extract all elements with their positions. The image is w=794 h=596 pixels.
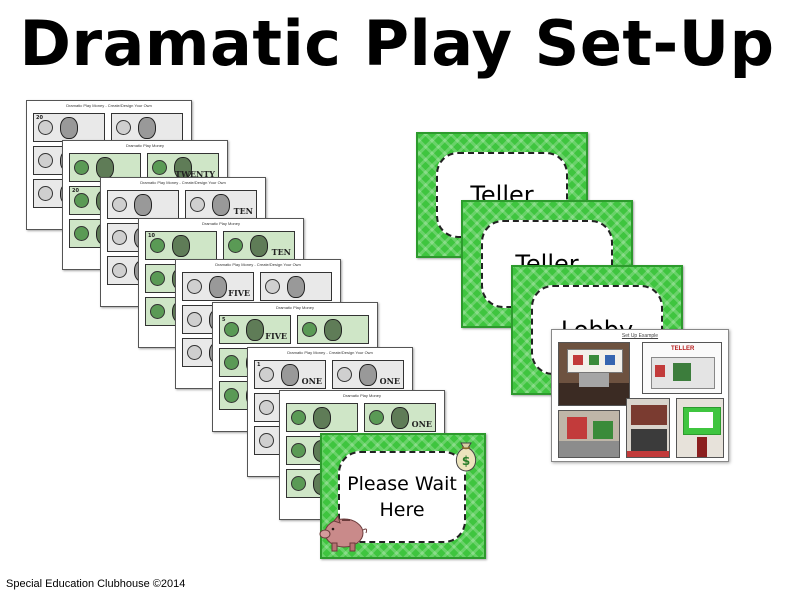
sign-please-wait: Please Wait Here (320, 433, 486, 559)
bill-five: FIVE (182, 272, 254, 301)
sheet-header: Dramatic Play Money (125, 143, 164, 148)
setup-photo-wait-sign (676, 398, 724, 458)
money-bag-icon: $ (455, 442, 477, 472)
bill-one: ONE (364, 403, 436, 432)
setup-photo-shelf (626, 398, 670, 458)
sheet-header: Dramatic Play Money (342, 393, 381, 398)
bill-five (260, 272, 332, 301)
bill-five (297, 315, 369, 344)
sheet-header: Dramatic Play Money (201, 221, 240, 226)
bill-ten: TEN (223, 231, 295, 260)
setup-example-caption: Set Up Example (621, 333, 659, 339)
sheet-header: Dramatic Play Money - Create/Design Your… (287, 350, 373, 355)
piggy-bank-icon (319, 514, 368, 552)
bill-one (286, 403, 358, 432)
bill-ten (107, 190, 179, 219)
setup-photo-teller-window: TELLER (642, 342, 722, 394)
bill-ten: TEN (185, 190, 257, 219)
setup-example-sheet: Set Up Example TELLER (551, 329, 729, 462)
sheet-header: Dramatic Play Money - Create/Design Your… (140, 180, 226, 185)
sheet-header: Dramatic Play Money - Create/Design Your… (215, 262, 301, 267)
sheet-header: Dramatic Play Money - Create/Design Your… (66, 103, 152, 108)
page-title: Dramatic Play Set-Up (19, 7, 775, 80)
copyright-credit: Special Education Clubhouse ©2014 (6, 578, 186, 590)
bill-ten: 10 (145, 231, 217, 260)
bill-one: ONE (332, 360, 404, 389)
bill-twenty: 20 (33, 113, 105, 142)
svg-text:$: $ (462, 454, 470, 468)
sheet-header: Dramatic Play Money (275, 305, 314, 310)
setup-photo-teller-station (558, 342, 630, 406)
bill-twenty (111, 113, 183, 142)
setup-photo-floor (558, 410, 620, 458)
